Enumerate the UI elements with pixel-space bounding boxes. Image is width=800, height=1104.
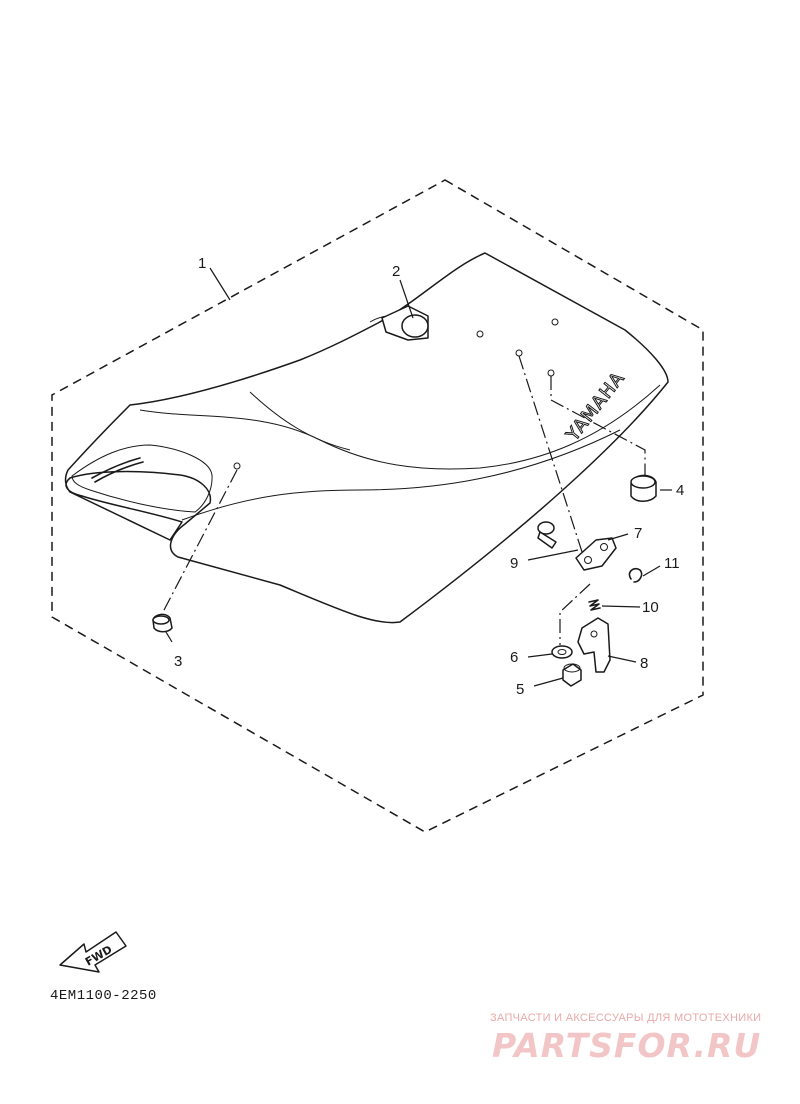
- leader-3: [165, 631, 173, 643]
- mount-hole: [233, 462, 241, 470]
- leader-8: [607, 655, 637, 663]
- axis-line: [518, 355, 584, 556]
- seat-outline: [64, 252, 669, 624]
- callout-8: 8: [640, 655, 648, 672]
- callout-10: 10: [642, 599, 659, 616]
- part-2-band: [381, 305, 429, 341]
- leader-10: [601, 605, 641, 608]
- seat-crease-front: [139, 384, 661, 470]
- leader-5: [533, 677, 564, 687]
- leader-1: [209, 267, 231, 301]
- callout-1: 1: [198, 255, 206, 272]
- leader-2: [399, 279, 414, 319]
- part-code: 4EM1100-2250: [50, 988, 157, 1004]
- mount-hole: [476, 330, 484, 338]
- part-5-bolt: [562, 663, 582, 687]
- seat-side-edge: [181, 429, 621, 521]
- axis-line: [550, 376, 646, 476]
- seat-crease-rear: [249, 391, 351, 451]
- seat-assembly: YAMAHA: [64, 252, 669, 624]
- seat-underside-contour: [71, 444, 213, 513]
- part-7-bracket: [575, 537, 617, 571]
- callout-6: 6: [510, 649, 518, 666]
- callout-3: 3: [174, 653, 182, 670]
- leader-11: [642, 565, 661, 577]
- callout-2: 2: [392, 263, 400, 280]
- watermark-tagline: ЗАПЧАСТИ И АКСЕССУАРЫ ДЛЯ МОТОТЕХНИКИ: [490, 1012, 762, 1024]
- seat-strap: [91, 457, 144, 483]
- part-11-circlip: [628, 567, 643, 583]
- watermark-logo: PARTSFOR.RU: [492, 1026, 762, 1065]
- part-4-damper: [630, 474, 657, 502]
- part-9-bolt: [537, 521, 557, 549]
- part-10-spring: [588, 599, 601, 611]
- part-3-damper: [152, 613, 173, 633]
- fwd-arrow-icon: FWD: [59, 931, 127, 973]
- part-8-hook: [577, 617, 611, 673]
- axis-line: [559, 583, 591, 645]
- assembly-boundary: [51, 179, 704, 833]
- axis-line: [162, 469, 238, 613]
- leader-9: [527, 549, 579, 561]
- mount-hole: [551, 318, 559, 326]
- leader-6: [527, 653, 553, 658]
- part-6-washer: [551, 645, 573, 659]
- callout-5: 5: [516, 681, 524, 698]
- callout-7: 7: [634, 525, 642, 542]
- callout-11: 11: [664, 555, 680, 572]
- callout-9: 9: [510, 555, 518, 572]
- callout-4: 4: [676, 482, 684, 499]
- leader-7: [607, 533, 629, 541]
